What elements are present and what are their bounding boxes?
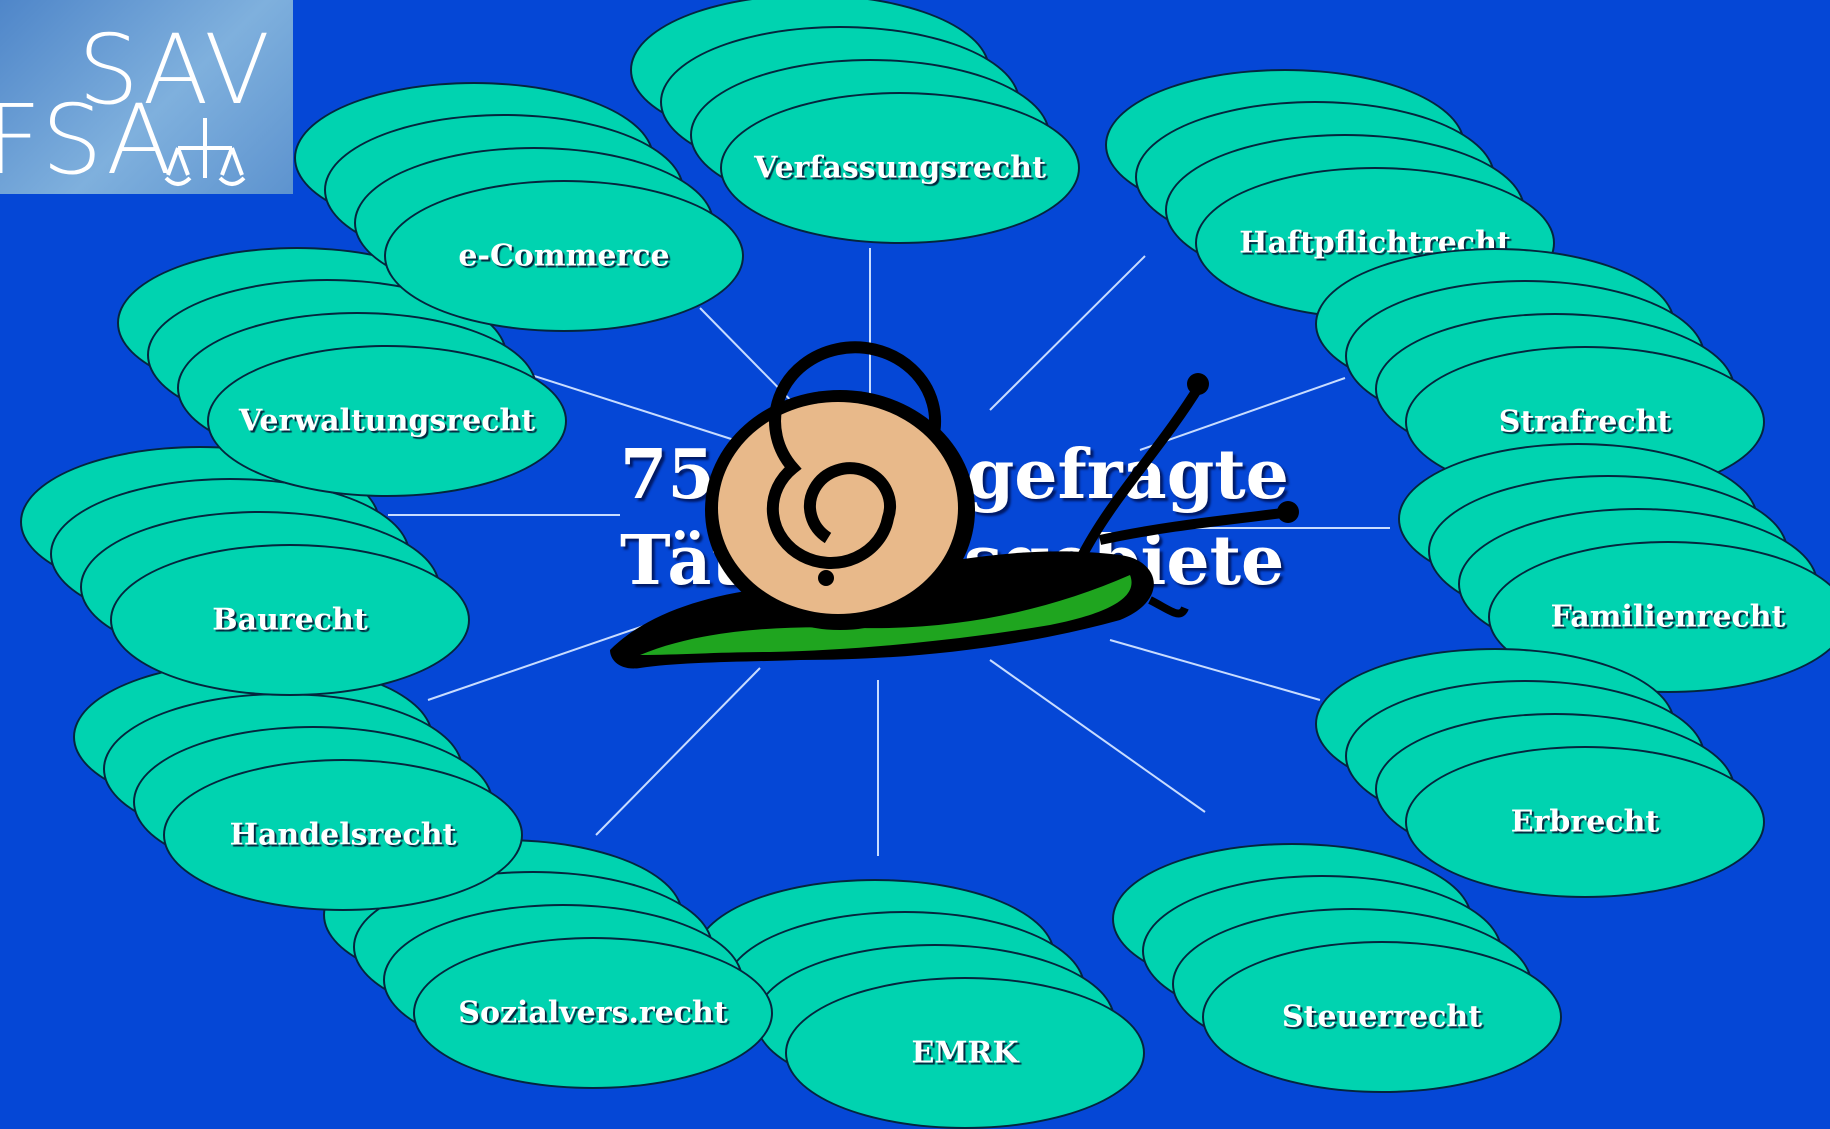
center-title-line-2: Tätigkeitsgebiete bbox=[620, 518, 1180, 604]
node-label-verfassungsrecht: Verfassungsrecht bbox=[754, 151, 1046, 186]
node-label-familienrecht: Familienrecht bbox=[1551, 600, 1786, 635]
connector-sozialversrecht bbox=[596, 668, 760, 835]
node-label-e-commerce: e-Commerce bbox=[458, 239, 669, 274]
connector-e-commerce bbox=[700, 308, 810, 420]
connector-haftpflichtrecht bbox=[990, 256, 1145, 410]
node-label-verwaltungsrecht: Verwaltungsrecht bbox=[239, 404, 535, 439]
node-label-sozialversrecht: Sozialvers.recht bbox=[458, 996, 727, 1031]
node-label-emrk: EMRK bbox=[911, 1036, 1018, 1071]
node-label-baurecht: Baurecht bbox=[212, 603, 367, 638]
connector-steuerrecht bbox=[990, 660, 1205, 812]
node-label-erbrecht: Erbrecht bbox=[1511, 805, 1659, 840]
center-title: 75 Jahre gefragte Tätigkeitsgebiete bbox=[620, 432, 1180, 604]
connector-erbrecht bbox=[1110, 640, 1320, 700]
node-label-steuerrecht: Steuerrecht bbox=[1282, 1000, 1482, 1035]
node-label-strafrecht: Strafrecht bbox=[1499, 405, 1672, 440]
node-label-handelsrecht: Handelsrecht bbox=[230, 818, 457, 853]
center-title-line-1: 75 Jahre gefragte bbox=[620, 432, 1180, 518]
sav-fsa-logo: SAV FSA bbox=[0, 0, 293, 194]
